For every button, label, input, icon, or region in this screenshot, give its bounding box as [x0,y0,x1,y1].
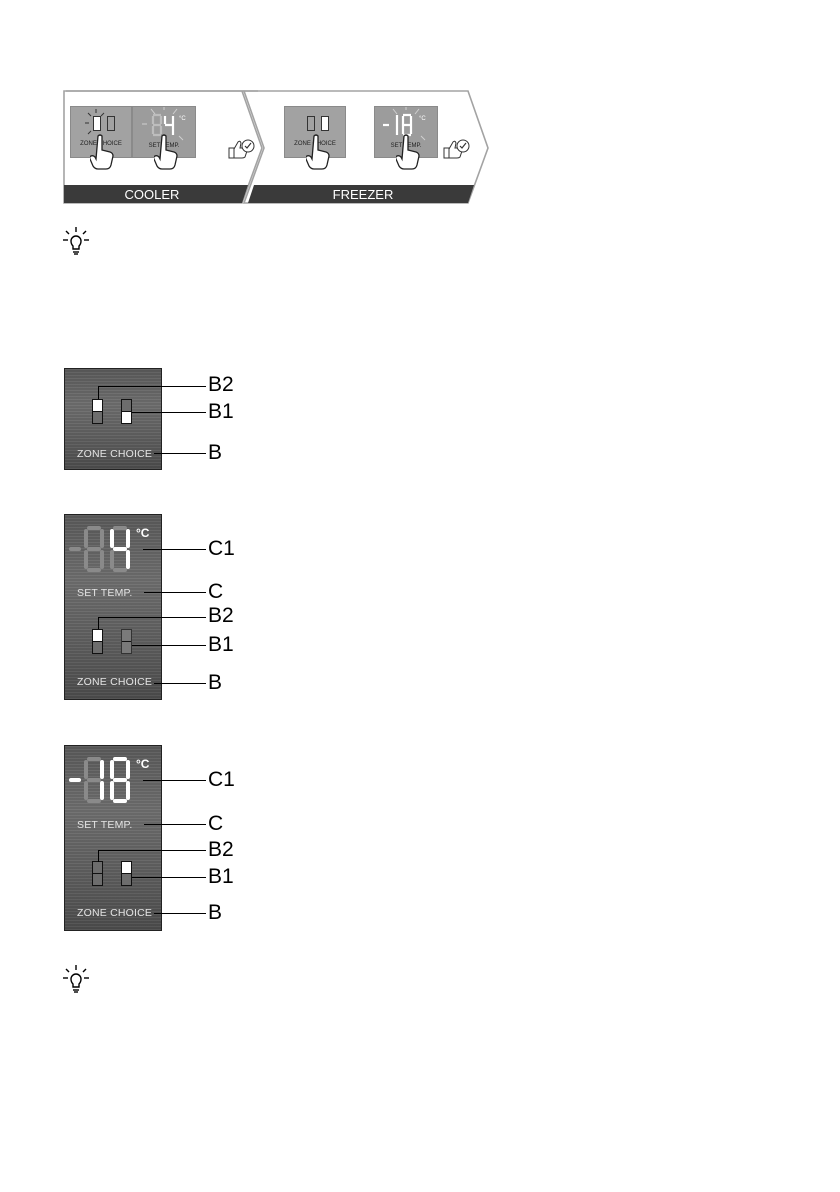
zone-indicator-b2 [92,629,103,654]
zone-indicator-right [107,116,115,131]
temp-unit: °C [419,116,426,122]
callout-b1: B1 [208,866,234,887]
set-temp-label: SET TEMP. [77,587,133,599]
temp-unit: °C [179,116,186,122]
freezer-display-panel: °C SET TEMP. ZONE CHOICE [64,745,162,931]
callout-c: C [208,813,223,834]
zone-choice-panel: ZONE CHOICE [64,368,162,470]
zone-indicator-left [307,116,315,131]
blink-rays-icon [85,109,107,137]
callout-b: B [208,672,222,693]
callout-c1: C1 [208,769,235,790]
zone-indicator-b1 [121,399,132,424]
zone-choice-label: ZONE CHOICE [77,907,152,919]
callout-b2: B2 [208,839,234,860]
callout-c: C [208,581,223,602]
pointing-hand-icon [154,134,180,172]
zone-setting-strip: ZONE CHOICE °C SET TEMP. ZONE CHOICE [62,88,492,206]
zone-indicator-right-lit [321,116,329,131]
zone-indicator-b1 [121,629,132,654]
zone-choice-label: ZONE CHOICE [77,676,152,688]
section-label-cooler: COOLER [62,187,242,202]
pointing-hand-icon [306,134,332,172]
zone-indicator-b2 [92,861,103,886]
temp-digits-freezer: °C [65,746,161,808]
callout-b: B [208,902,222,923]
lightbulb-icon [62,226,90,256]
callout-b1: B1 [208,634,234,655]
thumbs-up-check-icon [227,138,255,160]
set-temp-label: SET TEMP. [77,819,133,831]
callout-b2: B2 [208,605,234,626]
lightbulb-icon [62,964,90,994]
section-label-freezer: FREEZER [252,187,474,202]
temp-digits-cooler: °C [65,515,161,575]
callout-b: B [208,442,222,463]
pointing-hand-icon [90,134,116,172]
zone-indicator-b2 [92,399,103,424]
zone-indicator-b1 [121,861,132,886]
thumbs-up-check-icon [442,138,470,160]
temp-unit: °C [136,757,150,771]
callout-b2: B2 [208,374,234,395]
pointing-hand-icon [396,134,422,172]
zone-choice-label: ZONE CHOICE [77,448,152,460]
temp-unit: °C [136,526,150,540]
callout-c1: C1 [208,538,235,559]
cooler-display-panel: °C SET TEMP. ZONE CHOICE [64,514,162,700]
callout-b1: B1 [208,401,234,422]
